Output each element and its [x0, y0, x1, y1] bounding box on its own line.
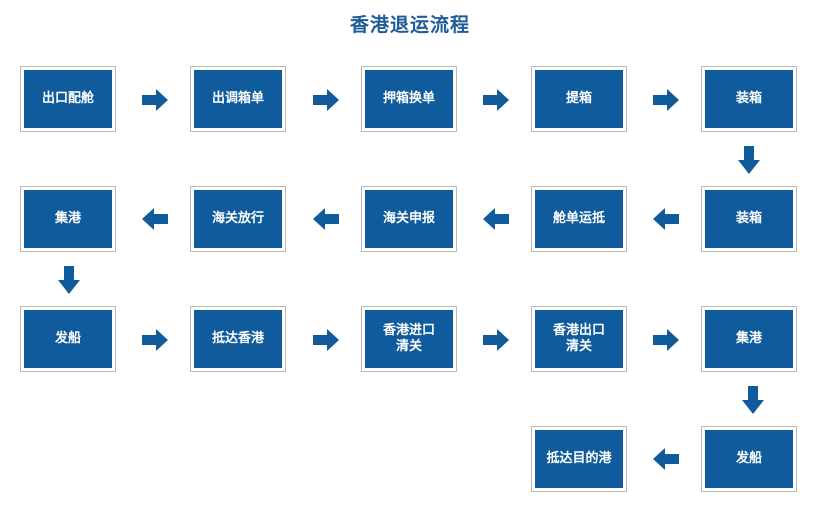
arrow-left-icon	[653, 448, 679, 470]
step-label-17: 抵达目的港	[535, 430, 623, 488]
arrow-right-icon	[142, 329, 168, 351]
arrow-right-icon	[313, 329, 339, 351]
step-label-4: 提箱	[535, 70, 623, 128]
diagram-title: 香港退运流程	[349, 14, 470, 36]
step-label-2: 出调箱单	[194, 70, 282, 128]
step-box-6: 装箱	[701, 186, 797, 252]
step-box-5: 装箱	[701, 66, 797, 132]
step-label-8: 海关申报	[365, 190, 453, 248]
step-box-12: 抵达香港	[190, 306, 286, 372]
step-label-5: 装箱	[705, 70, 793, 128]
step-box-2: 出调箱单	[190, 66, 286, 132]
step-label-6: 装箱	[705, 190, 793, 248]
step-label-9: 海关放行	[194, 190, 282, 248]
step-box-14: 香港出口 清关	[531, 306, 627, 372]
arrow-left-icon	[653, 208, 679, 230]
arrow-right-icon	[653, 89, 679, 111]
arrow-down-icon	[742, 386, 764, 414]
step-label-14: 香港出口 清关	[535, 310, 623, 368]
step-label-7: 舱单运抵	[535, 190, 623, 248]
arrow-left-icon	[313, 208, 339, 230]
step-label-12: 抵达香港	[194, 310, 282, 368]
step-label-16: 发船	[705, 430, 793, 488]
step-label-10: 集港	[24, 190, 112, 248]
step-label-15: 集港	[705, 310, 793, 368]
arrow-right-icon	[483, 89, 509, 111]
arrow-down-icon	[738, 146, 760, 174]
step-label-1: 出口配舱	[24, 70, 112, 128]
step-box-13: 香港进口 清关	[361, 306, 457, 372]
step-box-16: 发船	[701, 426, 797, 492]
step-label-3: 押箱换单	[365, 70, 453, 128]
arrow-right-icon	[653, 329, 679, 351]
step-box-11: 发船	[20, 306, 116, 372]
step-label-13: 香港进口 清关	[365, 310, 453, 368]
step-box-4: 提箱	[531, 66, 627, 132]
arrow-left-icon	[483, 208, 509, 230]
step-box-7: 舱单运抵	[531, 186, 627, 252]
arrow-down-icon	[58, 266, 80, 294]
arrow-left-icon	[142, 208, 168, 230]
step-box-15: 集港	[701, 306, 797, 372]
step-box-1: 出口配舱	[20, 66, 116, 132]
arrow-right-icon	[313, 89, 339, 111]
arrow-right-icon	[483, 329, 509, 351]
step-box-8: 海关申报	[361, 186, 457, 252]
step-box-3: 押箱换单	[361, 66, 457, 132]
step-label-11: 发船	[24, 310, 112, 368]
step-box-10: 集港	[20, 186, 116, 252]
step-box-17: 抵达目的港	[531, 426, 627, 492]
arrow-right-icon	[142, 89, 168, 111]
step-box-9: 海关放行	[190, 186, 286, 252]
